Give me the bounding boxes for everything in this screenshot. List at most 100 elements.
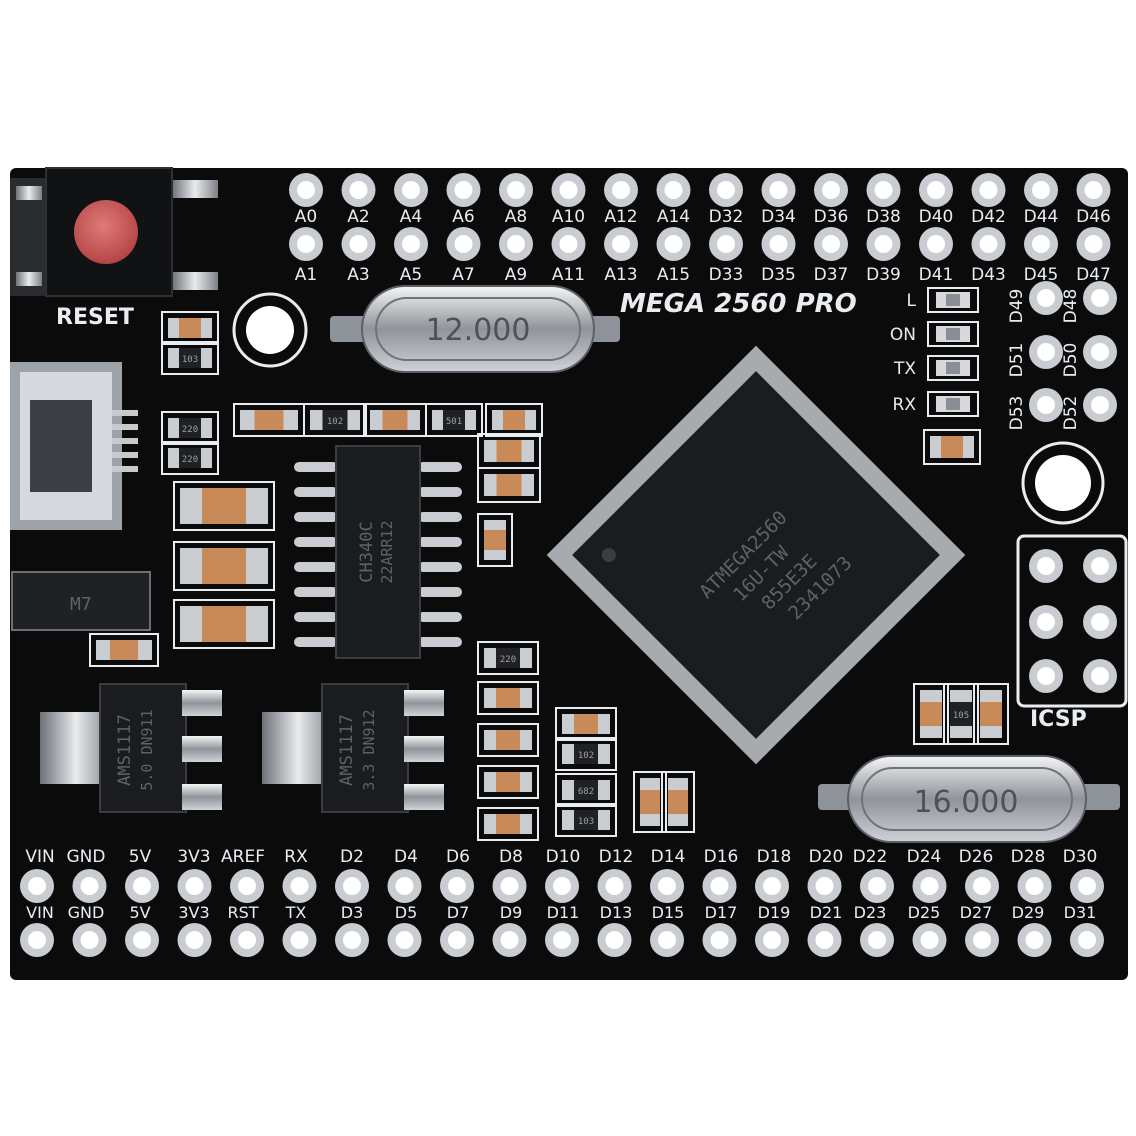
pin-pad[interactable] — [866, 227, 901, 261]
pin-pad[interactable] — [177, 869, 212, 903]
pin-pad[interactable] — [709, 227, 743, 261]
smd-resistor: 105 — [943, 683, 979, 745]
pin-pad[interactable] — [650, 923, 684, 957]
pin-pad[interactable] — [440, 923, 474, 957]
pin-label: D28 — [1011, 847, 1046, 867]
pin-pad[interactable] — [440, 869, 474, 903]
pin-pad[interactable] — [1029, 281, 1063, 315]
smd-resistor: 220 — [477, 641, 539, 675]
pin-pad[interactable] — [20, 923, 54, 957]
pin-label: A12 — [604, 207, 637, 227]
pin-pad[interactable] — [919, 227, 953, 261]
pin-pad[interactable] — [597, 923, 632, 957]
pin-pad[interactable] — [446, 227, 481, 261]
pin-pad[interactable] — [341, 173, 376, 207]
pin-pad[interactable] — [387, 869, 422, 903]
pin-pad[interactable] — [20, 869, 54, 903]
pin-pad[interactable] — [1029, 388, 1063, 422]
pin-pad[interactable] — [604, 227, 638, 261]
pin-pad[interactable] — [656, 173, 691, 207]
pin-pad[interactable] — [282, 869, 317, 903]
pin-pad[interactable] — [912, 923, 947, 957]
pin-pad[interactable] — [656, 227, 691, 261]
pin-pad[interactable] — [387, 923, 422, 957]
pin-pad[interactable] — [492, 869, 527, 903]
pin-pad[interactable] — [912, 869, 947, 903]
pin-pad[interactable] — [551, 227, 586, 261]
micro-usb-connector[interactable] — [10, 362, 138, 530]
pin-pad[interactable] — [761, 173, 796, 207]
icsp-pad[interactable] — [1083, 605, 1117, 639]
pin-pad[interactable] — [1083, 335, 1117, 369]
pin-pad[interactable] — [230, 923, 264, 957]
pin-pad[interactable] — [1070, 923, 1104, 957]
pin-pad[interactable] — [341, 227, 376, 261]
pin-pad[interactable] — [394, 173, 428, 207]
pin-pad[interactable] — [860, 869, 894, 903]
icsp-pad[interactable] — [1029, 659, 1063, 693]
pin-pad[interactable] — [807, 923, 842, 957]
pin-pad[interactable] — [761, 227, 796, 261]
crystal-12mhz-label: 12.000 — [426, 313, 531, 348]
pin-pad[interactable] — [289, 227, 323, 261]
pin-pad[interactable] — [604, 173, 638, 207]
pin-pad[interactable] — [1070, 869, 1104, 903]
pin-pad[interactable] — [545, 869, 579, 903]
pin-pad[interactable] — [125, 869, 159, 903]
pin-pad[interactable] — [1083, 388, 1117, 422]
pin-pad[interactable] — [965, 869, 999, 903]
pin-pad[interactable] — [446, 173, 481, 207]
pin-pad[interactable] — [1024, 227, 1058, 261]
pin-pad[interactable] — [394, 227, 428, 261]
pin-pad[interactable] — [965, 923, 999, 957]
pin-pad[interactable] — [650, 869, 684, 903]
pin-pad[interactable] — [125, 923, 159, 957]
pin-pad[interactable] — [860, 923, 894, 957]
pin-pad[interactable] — [597, 869, 632, 903]
pin-pad[interactable] — [72, 923, 107, 957]
pin-pad[interactable] — [177, 923, 212, 957]
pin-pad[interactable] — [807, 869, 842, 903]
pin-label: A7 — [452, 265, 474, 285]
status-led — [927, 355, 979, 381]
pin-pad[interactable] — [282, 923, 317, 957]
pin-pad[interactable] — [335, 923, 369, 957]
pin-pad[interactable] — [814, 173, 848, 207]
pin-pad[interactable] — [1076, 227, 1111, 261]
pin-pad[interactable] — [1029, 335, 1063, 369]
pin-pad[interactable] — [709, 173, 743, 207]
icsp-pad[interactable] — [1029, 549, 1063, 583]
pin-pad[interactable] — [499, 227, 533, 261]
pin-pad[interactable] — [230, 869, 264, 903]
pin-pad[interactable] — [1024, 173, 1058, 207]
icsp-pad[interactable] — [1083, 659, 1117, 693]
pin-pad[interactable] — [545, 923, 579, 957]
pin-pad[interactable] — [1083, 281, 1117, 315]
pin-label: D6 — [446, 847, 470, 867]
pin-pad[interactable] — [1017, 869, 1052, 903]
icsp-frame — [1016, 534, 1128, 708]
pin-pad[interactable] — [866, 173, 901, 207]
pin-pad[interactable] — [702, 869, 737, 903]
pin-pad[interactable] — [551, 173, 586, 207]
pin-pad[interactable] — [1017, 923, 1052, 957]
icsp-pad[interactable] — [1029, 605, 1063, 639]
pin-pad[interactable] — [702, 923, 737, 957]
reset-button[interactable] — [10, 167, 218, 297]
pin-pad[interactable] — [919, 173, 953, 207]
pin-pad[interactable] — [755, 869, 789, 903]
pin-pad[interactable] — [289, 173, 323, 207]
pin-pad[interactable] — [755, 923, 789, 957]
pin-pad[interactable] — [814, 227, 848, 261]
pin-pad[interactable] — [492, 923, 527, 957]
pin-pad[interactable] — [335, 869, 369, 903]
pin-pad[interactable] — [499, 173, 533, 207]
pin-pad[interactable] — [1076, 173, 1111, 207]
pin-pad[interactable] — [971, 227, 1006, 261]
pin-pad[interactable] — [971, 173, 1006, 207]
ch340-marking-line-2: 22ARR12 — [378, 520, 396, 583]
icsp-pad[interactable] — [1083, 549, 1117, 583]
regulator-3v3-line-2: 3.3 DN912 — [360, 709, 378, 790]
pin-pad[interactable] — [72, 869, 107, 903]
smd-code: 105 — [953, 711, 969, 721]
